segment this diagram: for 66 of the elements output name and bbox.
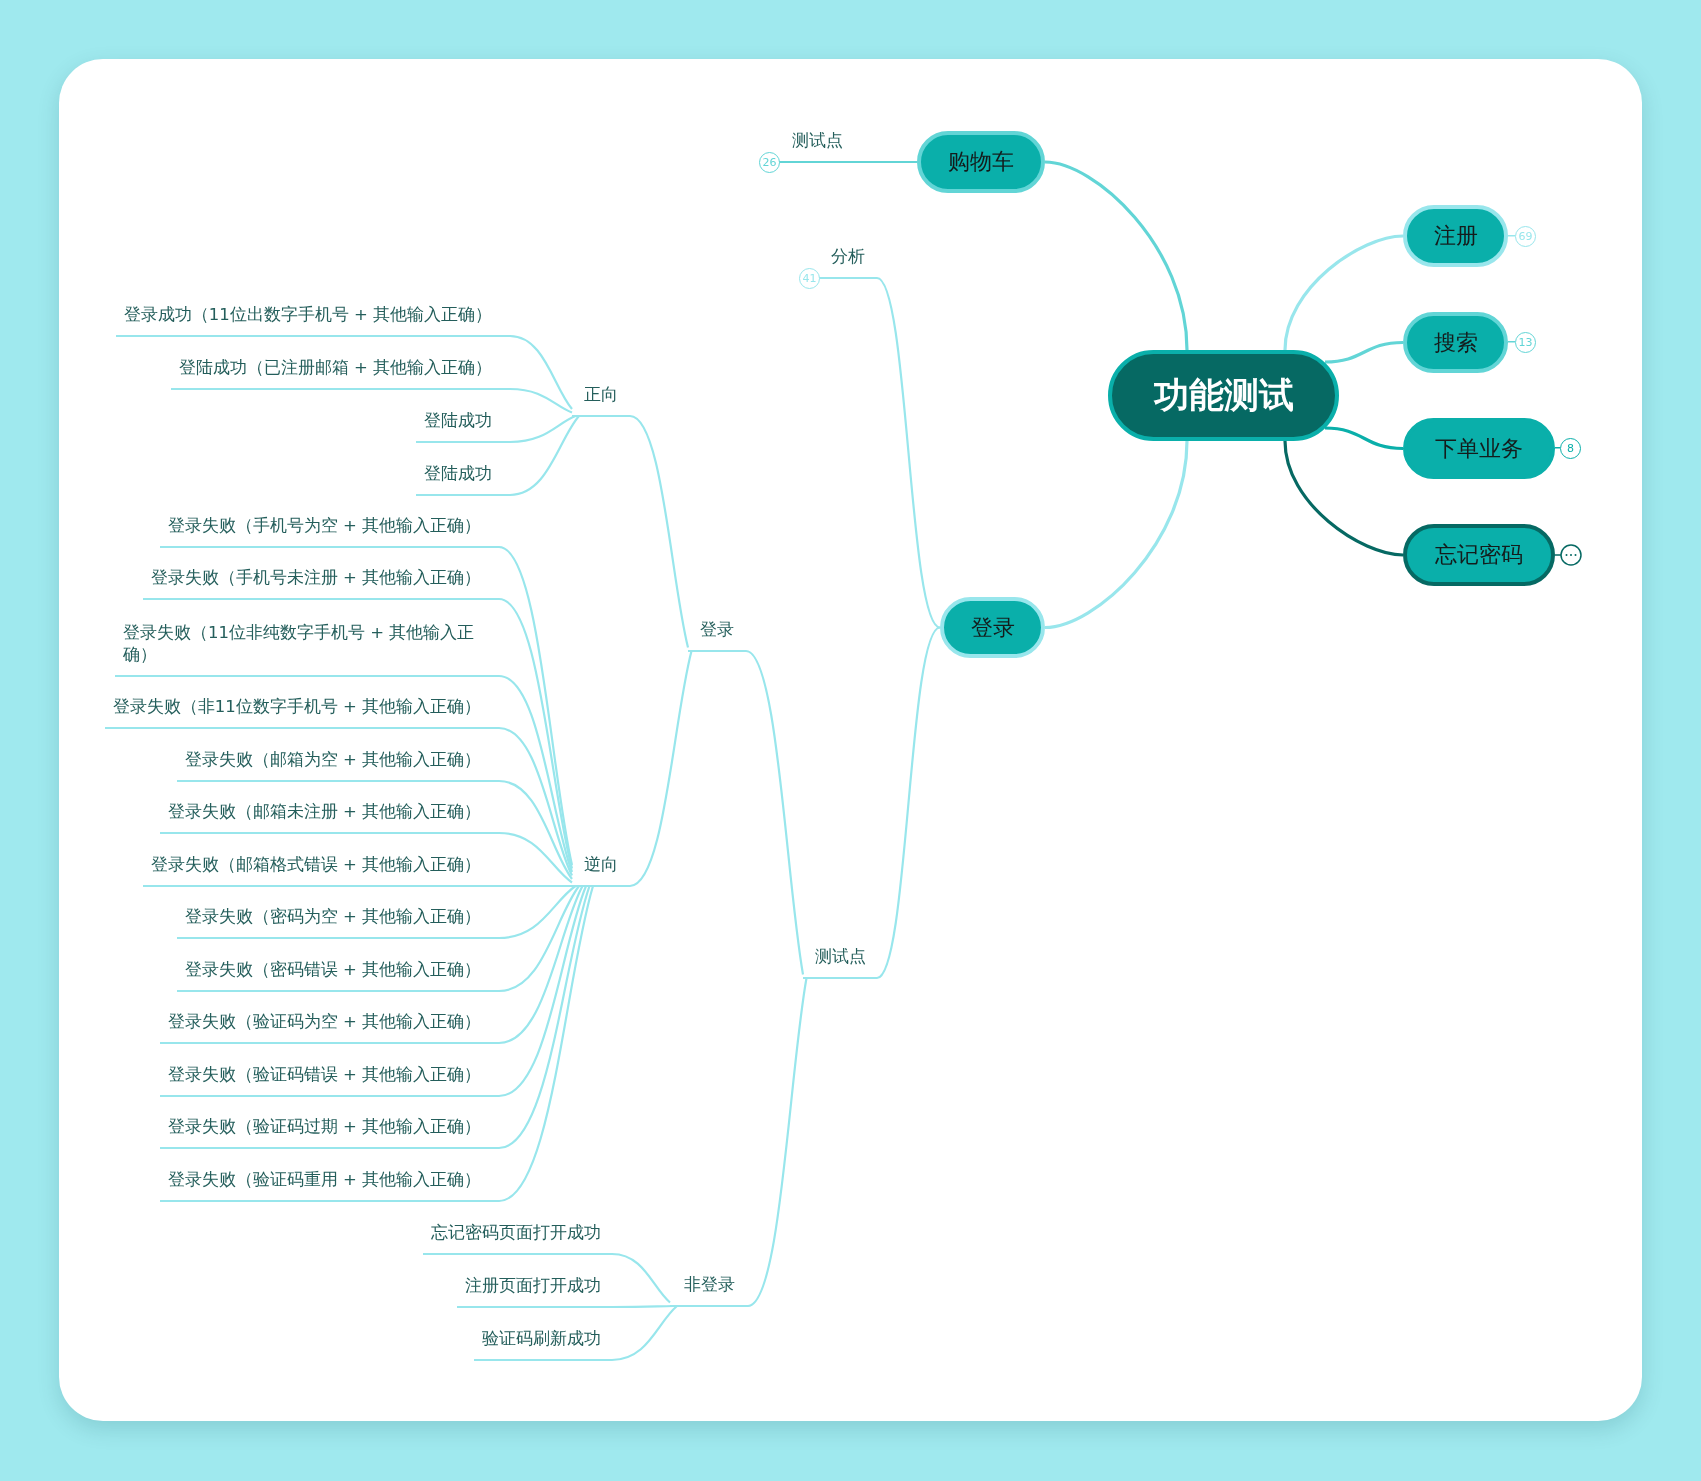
leaf-topic: 登录失败（邮箱为空 + 其他输入正确）: [176, 748, 499, 782]
central-topic: 功能测试: [1108, 350, 1339, 441]
branch-line: [1283, 440, 1404, 557]
branch-line: [498, 885, 580, 993]
subtopic: 正向: [572, 383, 630, 417]
branch-line: [509, 415, 580, 497]
branch-line: [1324, 426, 1404, 451]
leaf-topic: 登录成功（11位出数字手机号 + 其他输入正确）: [115, 303, 510, 337]
leaf-topic: 登陆成功（已注册邮箱 + 其他输入正确）: [170, 356, 510, 390]
branch-line: [499, 884, 572, 888]
count-badge: 13: [1508, 331, 1536, 353]
subtopic: 分析: [819, 245, 877, 279]
branch-line: [629, 415, 690, 648]
leaf-topic: 登录失败（验证码过期 + 其他输入正确）: [159, 1115, 499, 1149]
branch-line: [498, 779, 573, 880]
leaf-topic: 登录失败（密码错误 + 其他输入正确）: [176, 958, 499, 992]
leaf-topic: 登陆成功: [416, 409, 510, 443]
main-topic: 忘记密码: [1403, 524, 1555, 586]
main-topic: 下单业务: [1403, 418, 1555, 479]
branch-line: [509, 387, 573, 414]
subtopic: 登录: [688, 618, 746, 652]
branch-line: [1283, 234, 1404, 351]
leaf-topic: 登录失败（验证码为空 + 其他输入正确）: [159, 1010, 499, 1044]
branch-line: [509, 334, 573, 410]
branch-line: [498, 885, 577, 940]
leaf-topic: 登录失败（11位非纯数字手机号 + 其他输入正确）: [115, 622, 499, 677]
leaf-topic: 验证码刷新成功: [474, 1327, 612, 1361]
leaf-topic: 登录失败（非11位数字手机号 + 其他输入正确）: [104, 695, 499, 729]
leaf-topic: 登陆成功: [416, 462, 510, 496]
branch-line: [1324, 340, 1404, 364]
branch-line: [611, 1305, 678, 1362]
subtopic: 测试点: [779, 129, 855, 163]
subtopic: 非登录: [670, 1273, 748, 1307]
leaf-topic: 忘记密码页面打开成功: [423, 1221, 612, 1255]
branch-line: [1044, 440, 1189, 630]
leaf-topic: 登录失败（密码为空 + 其他输入正确）: [176, 905, 499, 939]
main-topic: 购物车: [917, 131, 1045, 193]
leaf-topic: 注册页面打开成功: [457, 1274, 612, 1308]
leaf-topic: 登录失败（验证码错误 + 其他输入正确）: [159, 1063, 499, 1097]
branch-line: [855, 160, 917, 164]
branch-line: [1044, 160, 1189, 351]
subtopic: 测试点: [803, 945, 877, 979]
branch-line: [498, 885, 588, 1098]
branch-line: [498, 726, 573, 876]
leaf-topic: 登录失败（邮箱格式错误 + 其他输入正确）: [142, 853, 499, 887]
count-badge: 8: [1555, 437, 1581, 459]
branch-line: [509, 415, 576, 444]
branch-line: [876, 626, 941, 979]
leaf-topic: 登录失败（验证码重用 + 其他输入正确）: [159, 1168, 499, 1202]
branch-line: [498, 546, 574, 866]
branch-line: [498, 885, 584, 1045]
subtopic: 逆向: [572, 853, 630, 887]
branch-line: [611, 1252, 671, 1304]
branch-line: [498, 831, 573, 884]
branch-line: [876, 277, 941, 629]
leaf-topic: 登录失败（手机号为空 + 其他输入正确）: [159, 514, 499, 548]
leaf-topic: 登录失败（手机号未注册 + 其他输入正确）: [142, 566, 499, 600]
branch-line: [498, 885, 591, 1150]
count-badge: 69: [1508, 225, 1536, 247]
branch-line: [747, 977, 808, 1307]
leaf-topic: 登录失败（邮箱未注册 + 其他输入正确）: [159, 800, 499, 834]
branch-line: [498, 597, 574, 869]
branch-line: [498, 885, 595, 1203]
branch-line: [745, 650, 805, 975]
branch-line: [629, 650, 693, 887]
branch-line: [498, 674, 574, 873]
